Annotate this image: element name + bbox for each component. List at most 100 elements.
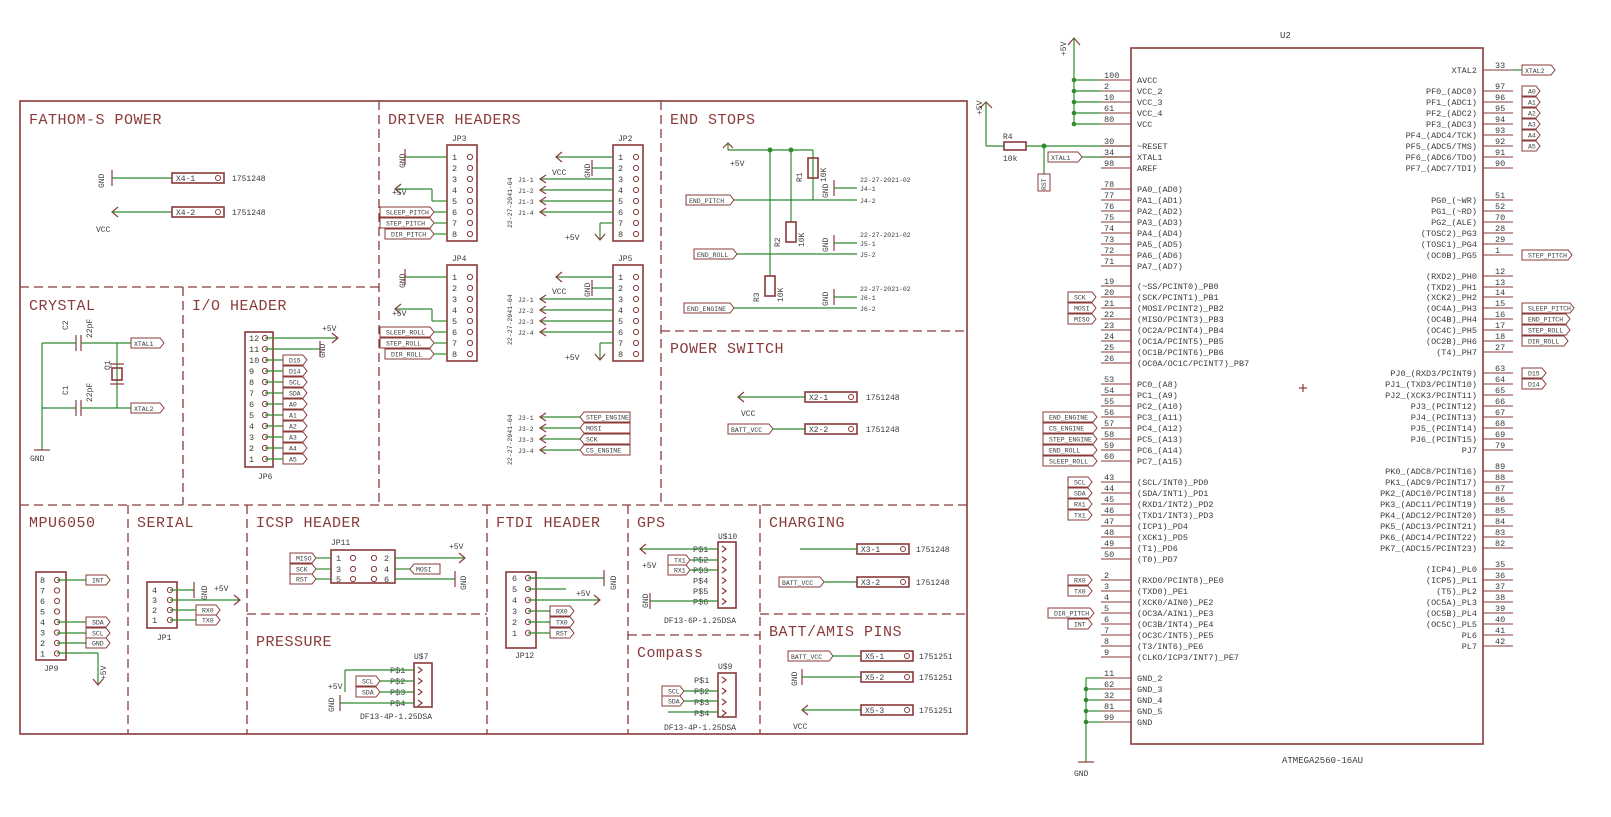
pin-number: 12 xyxy=(1495,267,1505,277)
pin-number: 2 xyxy=(249,444,254,454)
icsp-block: JP11 +5V GND xyxy=(330,539,469,590)
arrow xyxy=(538,185,547,195)
power-switch-block: VCC X2-1 1751248 BATT_VCC X2-2 1751248 xyxy=(727,391,900,435)
svg-text:END_ROLL: END_ROLL xyxy=(697,252,728,259)
mcu-pin-label: PC0_(A8) xyxy=(1137,380,1178,390)
pin-number: 6 xyxy=(618,208,623,218)
net-label-text: D15 xyxy=(289,358,301,365)
svg-text:1751251: 1751251 xyxy=(919,674,953,683)
net-label xyxy=(195,614,221,626)
net-label-text: DIR_PITCH xyxy=(1054,611,1089,618)
mcu-pin-label: PA7_(AD7) xyxy=(1137,262,1183,272)
c2-label: C2 xyxy=(62,320,71,330)
mcu-pin-label: (OC1B/PCINT6)_PB6 xyxy=(1137,348,1224,358)
mcu-pin-label: PG2_(ALE) xyxy=(1431,218,1477,228)
pin-number: 51 xyxy=(1495,191,1505,201)
mcu-pin-label: PF6_(ADC6/TDO) xyxy=(1406,153,1477,163)
net-label xyxy=(1067,313,1097,325)
arrow xyxy=(233,594,241,606)
io-header-block: JP6 +5V GND xyxy=(244,325,337,482)
r2-resistor xyxy=(785,221,797,243)
pin-number: 2 xyxy=(384,554,389,564)
net-label-text: MISO xyxy=(1074,317,1090,324)
schematic-frame xyxy=(19,100,968,735)
pin-marker xyxy=(417,677,423,685)
pin-number: 3 xyxy=(1104,582,1109,592)
section-title-io-header: I/O HEADER xyxy=(192,298,287,315)
net-label-text: CS_ENGINE xyxy=(586,448,621,455)
pin-number: 87 xyxy=(1495,484,1505,494)
jp9-header xyxy=(35,571,67,661)
connector-pin-label: J3-2 xyxy=(518,426,534,433)
pin-number: P$1 xyxy=(694,676,709,686)
net-label xyxy=(1067,618,1093,630)
pin-number: 77 xyxy=(1104,191,1114,201)
net-label xyxy=(1521,378,1547,390)
pin-number: 1 xyxy=(336,554,341,564)
net-label xyxy=(1067,574,1093,586)
mcu-pin-label: XTAL2 xyxy=(1451,66,1477,76)
mcu-pin-label: (OC3B/INT4)_PE4 xyxy=(1137,620,1214,630)
x4-2-terminal xyxy=(171,206,225,218)
net-label xyxy=(549,627,575,639)
mcu-pin-label: PC3_(A11) xyxy=(1137,413,1183,423)
pin-hole xyxy=(632,317,640,325)
connector-pin-label: J1-1 xyxy=(518,177,534,184)
svg-text:+5V: +5V xyxy=(392,310,407,319)
net-label xyxy=(282,442,308,454)
pin-number: 2 xyxy=(618,164,623,174)
mcu-pin-label: PC2_(A10) xyxy=(1137,402,1183,412)
svg-text:END_PITCH: END_PITCH xyxy=(689,198,724,205)
pin-hole xyxy=(632,306,640,314)
section-title-serial: SERIAL xyxy=(137,515,194,532)
pin-number: 56 xyxy=(1104,408,1114,418)
pin-number: 3 xyxy=(452,175,457,185)
net-label-text: SDA xyxy=(92,620,104,627)
net-label xyxy=(579,444,631,456)
crystal-block: GND C2 22pF C1 22pF Q1 XTAL1 XTAL2 xyxy=(30,319,165,464)
connector-pin-label: J2-4 xyxy=(518,330,534,337)
pin-number: 62 xyxy=(1104,680,1114,690)
net-label xyxy=(282,431,308,443)
net-label-text: TX1 xyxy=(674,558,686,565)
pin-hole xyxy=(632,153,640,161)
arrow xyxy=(555,151,563,163)
net-label xyxy=(282,398,308,410)
pin-hole xyxy=(632,273,640,281)
net-label-text: INT xyxy=(1074,622,1086,629)
mcu-pin-label: (OC5B)_PL4 xyxy=(1426,609,1477,619)
net-label-text: RX1 xyxy=(1074,502,1086,509)
arrow xyxy=(331,332,339,344)
net-label-text: STEP_PITCH xyxy=(1528,253,1567,260)
pin-number: P$4 xyxy=(694,709,709,719)
net-label xyxy=(1521,313,1571,325)
net-label-text: RST xyxy=(296,577,308,584)
u2-chip-body xyxy=(1130,47,1484,745)
pin-hole xyxy=(349,554,357,562)
pin-number: P$1 xyxy=(390,666,405,676)
section-title-pressure: PRESSURE xyxy=(256,634,332,651)
net-label-text: RX1 xyxy=(674,568,686,575)
mcu-pin-label: PA3_(AD3) xyxy=(1137,218,1183,228)
pin-number: 68 xyxy=(1495,419,1505,429)
mcu-pin-label: PF7_(ADC7/TDI) xyxy=(1406,164,1477,174)
pin-number: 7 xyxy=(618,339,623,349)
vcc-label: VCC xyxy=(96,226,111,235)
net-label xyxy=(549,616,575,628)
pin-number: 8 xyxy=(249,378,254,388)
pin-hole xyxy=(370,575,378,583)
svg-text:22-27-2021-02: 22-27-2021-02 xyxy=(860,232,911,239)
pin-number: 27 xyxy=(1495,343,1505,353)
svg-text:J5-1: J5-1 xyxy=(860,241,876,248)
svg-text:GND: GND xyxy=(328,697,337,712)
pin-number: 3 xyxy=(452,295,457,305)
net-label-text: INT xyxy=(92,578,104,585)
pin-marker xyxy=(417,666,423,674)
pin-hole xyxy=(632,186,640,194)
svg-text:R4: R4 xyxy=(1003,133,1013,142)
pin-number: 3 xyxy=(152,596,157,606)
pin-number: 11 xyxy=(249,345,259,355)
mcu-pin-label: PJ4_(PCINT13) xyxy=(1411,413,1477,423)
svg-text:RST: RST xyxy=(1041,178,1048,190)
net-label xyxy=(549,605,575,617)
